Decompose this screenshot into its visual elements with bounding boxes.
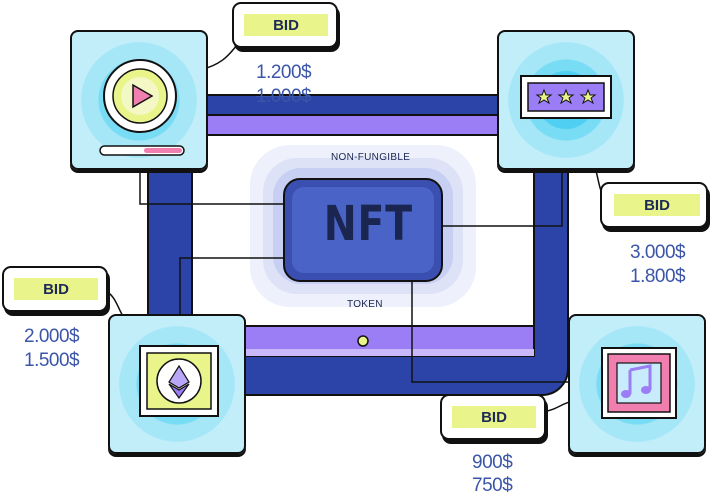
previous-price-music: 750$ (472, 475, 513, 496)
nft-title: NFT (323, 196, 413, 252)
ethereum-icon (139, 345, 219, 417)
bid-card-music[interactable]: BID (440, 394, 546, 440)
bid-button-music[interactable]: BID (452, 406, 536, 428)
three-stars-icon (520, 75, 612, 119)
bid-button-ethereum[interactable]: BID (14, 278, 98, 300)
music-tile[interactable] (568, 314, 706, 454)
previous-price-rating: 1.800$ (630, 266, 686, 287)
bid-button-video[interactable]: BID (244, 14, 328, 36)
video-tile[interactable] (70, 30, 208, 170)
rating-tile[interactable] (497, 30, 635, 170)
bottom-bar-stripe (192, 349, 534, 356)
token-label: TOKEN (347, 299, 383, 310)
bid-card-video[interactable]: BID (232, 2, 338, 48)
power-dot (357, 335, 369, 347)
non-fungible-label: NON-FUNGIBLE (331, 152, 411, 163)
nft-box-inner (292, 187, 434, 273)
music-note-icon (601, 347, 677, 419)
previous-price-video: 1.000$ (256, 86, 312, 107)
play-icon (99, 59, 185, 156)
ethereum-tile[interactable] (108, 314, 246, 454)
bid-card-rating[interactable]: BID (600, 182, 708, 228)
current-price-music: 900$ (472, 452, 513, 473)
bid-card-ethereum[interactable]: BID (2, 266, 108, 312)
current-price-ethereum: 2.000$ (24, 326, 80, 347)
connectors (139, 170, 572, 383)
current-price-rating: 3.000$ (630, 242, 686, 263)
top-bar (191, 114, 535, 136)
current-price-video: 1.200$ (256, 62, 312, 83)
bid-button-rating[interactable]: BID (614, 194, 700, 216)
previous-price-ethereum: 1.500$ (24, 350, 80, 371)
